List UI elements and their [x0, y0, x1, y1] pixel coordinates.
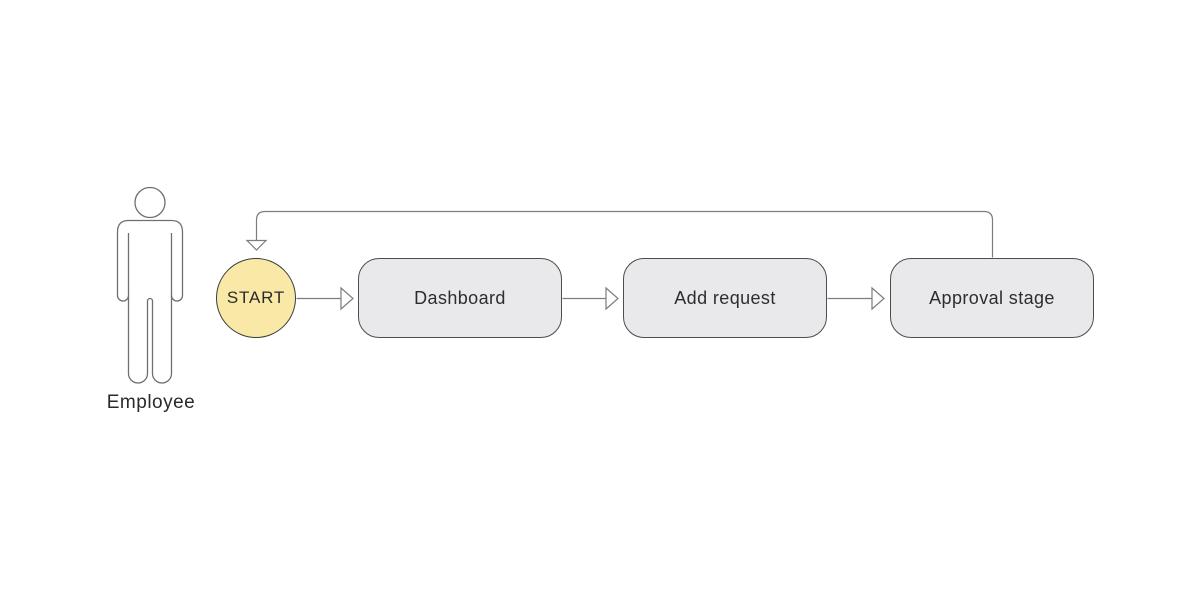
edge-dashboard-to-add-request	[562, 286, 619, 311]
person-shoulders-arms	[116, 219, 184, 296]
node-label: Approval stage	[929, 287, 1055, 308]
person-torso-legs	[127, 233, 173, 384]
node-approval-stage[interactable]: Approval stage	[890, 258, 1094, 338]
node-label: Add request	[674, 287, 776, 308]
edge-approval-to-start-loop	[245, 210, 994, 258]
actor-label: Employee	[106, 392, 196, 413]
node-dashboard[interactable]: Dashboard	[358, 258, 562, 338]
start-node[interactable]: START	[216, 258, 296, 338]
node-label: Dashboard	[414, 287, 506, 308]
arrowhead-down-icon	[245, 239, 268, 251]
person-left-hand	[116, 295, 130, 302]
person-outline-icon[interactable]	[116, 186, 184, 384]
arrowhead-right-icon	[605, 286, 619, 311]
edge-add-request-to-approval	[827, 286, 885, 311]
start-node-label: START	[226, 288, 286, 307]
person-head	[134, 186, 166, 219]
arrowhead-right-icon	[871, 286, 885, 311]
arrowhead-right-icon	[340, 286, 354, 311]
edge-start-to-dashboard	[296, 286, 354, 311]
node-add-request[interactable]: Add request	[623, 258, 827, 338]
person-right-hand	[170, 295, 184, 302]
